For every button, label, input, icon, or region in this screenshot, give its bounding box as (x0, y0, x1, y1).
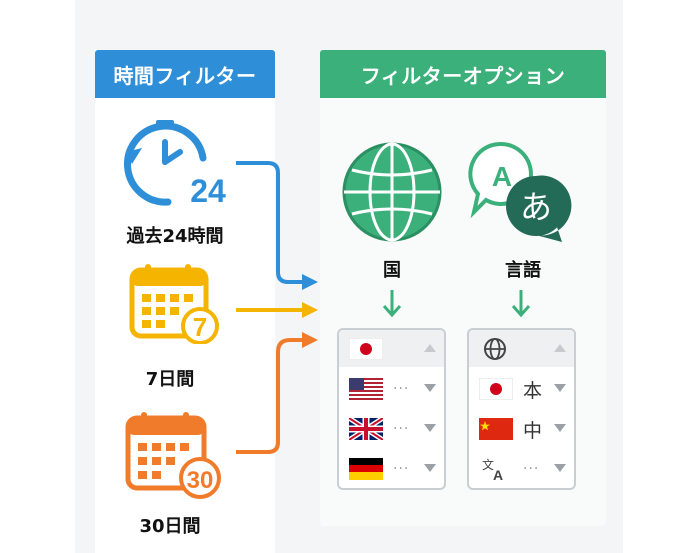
bubble-jp-letter: あ (520, 188, 552, 226)
language-option-japanese[interactable]: 本 (469, 370, 574, 408)
calendar-30-badge: 30 (187, 467, 214, 494)
language-char-chinese: 中 (523, 420, 543, 442)
option-dots: ··· (393, 461, 410, 477)
country-option-uk[interactable]: ··· (339, 410, 444, 448)
clock-24-icon[interactable]: 24 (118, 118, 230, 214)
blue-arrow (236, 161, 305, 284)
language-down-arrow-icon (511, 290, 531, 318)
language-option-chinese[interactable]: 中 (469, 410, 574, 448)
japan-flag-icon (479, 378, 513, 400)
country-option-germany[interactable]: ··· (339, 450, 444, 488)
country-dropdown[interactable]: ··· ··· ··· (337, 328, 446, 490)
china-flag-icon (479, 418, 513, 440)
translate-bubble-icon[interactable]: A あ (466, 140, 576, 246)
chevron-down-icon[interactable] (424, 464, 436, 472)
orange-arrow (236, 338, 305, 454)
language-option-other[interactable]: 文 A ··· (469, 450, 574, 488)
chevron-up-icon[interactable] (424, 344, 436, 352)
germany-flag-icon (349, 458, 383, 480)
japan-flag-icon (349, 338, 383, 360)
time-filter-header: 時間フィルター (95, 50, 275, 98)
chevron-up-icon[interactable] (554, 344, 566, 352)
option-dots: ··· (523, 461, 540, 477)
orange-arrowhead (302, 332, 318, 348)
chevron-down-icon[interactable] (424, 384, 436, 392)
yellow-arrowhead (302, 302, 318, 318)
svg-text:A: A (493, 467, 503, 482)
option-dots: ··· (393, 381, 410, 397)
chevron-down-icon[interactable] (554, 464, 566, 472)
time-label-7d[interactable]: 7日間 (145, 369, 195, 390)
calendar-7-icon[interactable]: 7 (128, 262, 224, 344)
blue-arrowhead (302, 274, 318, 290)
country-label[interactable]: 国 (383, 260, 401, 281)
country-option-japan[interactable] (339, 330, 444, 367)
time-label-24h[interactable]: 過去24時間 (126, 226, 224, 247)
time-label-30d[interactable]: 30日間 (139, 516, 201, 537)
calendar-30-icon[interactable]: 30 (124, 410, 224, 502)
language-option-all[interactable] (469, 330, 574, 367)
option-dots: ··· (393, 421, 410, 437)
bubble-a-letter: A (492, 161, 512, 192)
globe-icon[interactable] (340, 140, 444, 244)
chevron-down-icon[interactable] (554, 384, 566, 392)
translate-small-icon: 文 A (482, 457, 503, 482)
language-char-japanese: 本 (523, 380, 543, 402)
country-option-usa[interactable]: ··· (339, 370, 444, 408)
clock-badge: 24 (190, 173, 226, 209)
language-dropdown[interactable]: 本 中 文 A ··· (467, 328, 576, 490)
globe-small-icon (484, 338, 506, 360)
chevron-down-icon[interactable] (424, 424, 436, 432)
calendar-7-badge: 7 (193, 312, 207, 342)
language-label[interactable]: 言語 (505, 260, 541, 281)
svg-text:文: 文 (482, 457, 494, 472)
uk-flag-icon (349, 418, 383, 440)
chevron-down-icon[interactable] (554, 424, 566, 432)
usa-flag-icon (349, 378, 383, 400)
country-down-arrow-icon (382, 290, 402, 318)
filter-options-header: フィルターオプション (320, 50, 606, 98)
